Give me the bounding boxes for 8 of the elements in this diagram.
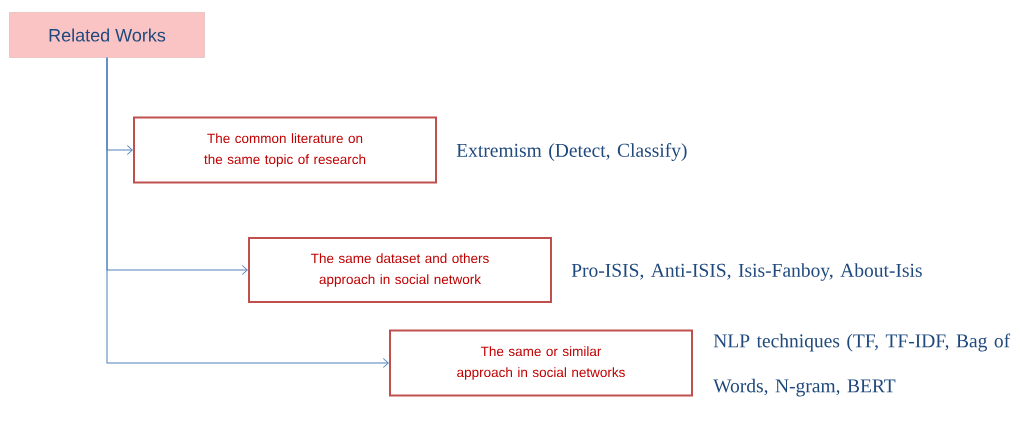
side-note: NLP techniques (TF, TF-IDF, Bag of Words, N-gram, BERT: [713, 333, 1011, 397]
process-box: The same or similar approach in social networks: [389, 329, 693, 397]
side-note: Extremism (Detect, Classify): [456, 143, 687, 161]
process-box: The common literature on the same topic of research: [133, 116, 437, 184]
process-box: The same dataset and others approach in social network: [248, 237, 552, 303]
arrow: [106, 57, 389, 368]
side-note: Pro-ISIS, Anti-ISIS, Isis-Fanboy, About-Isis: [571, 263, 922, 281]
title-box: Related Works: [9, 12, 205, 58]
